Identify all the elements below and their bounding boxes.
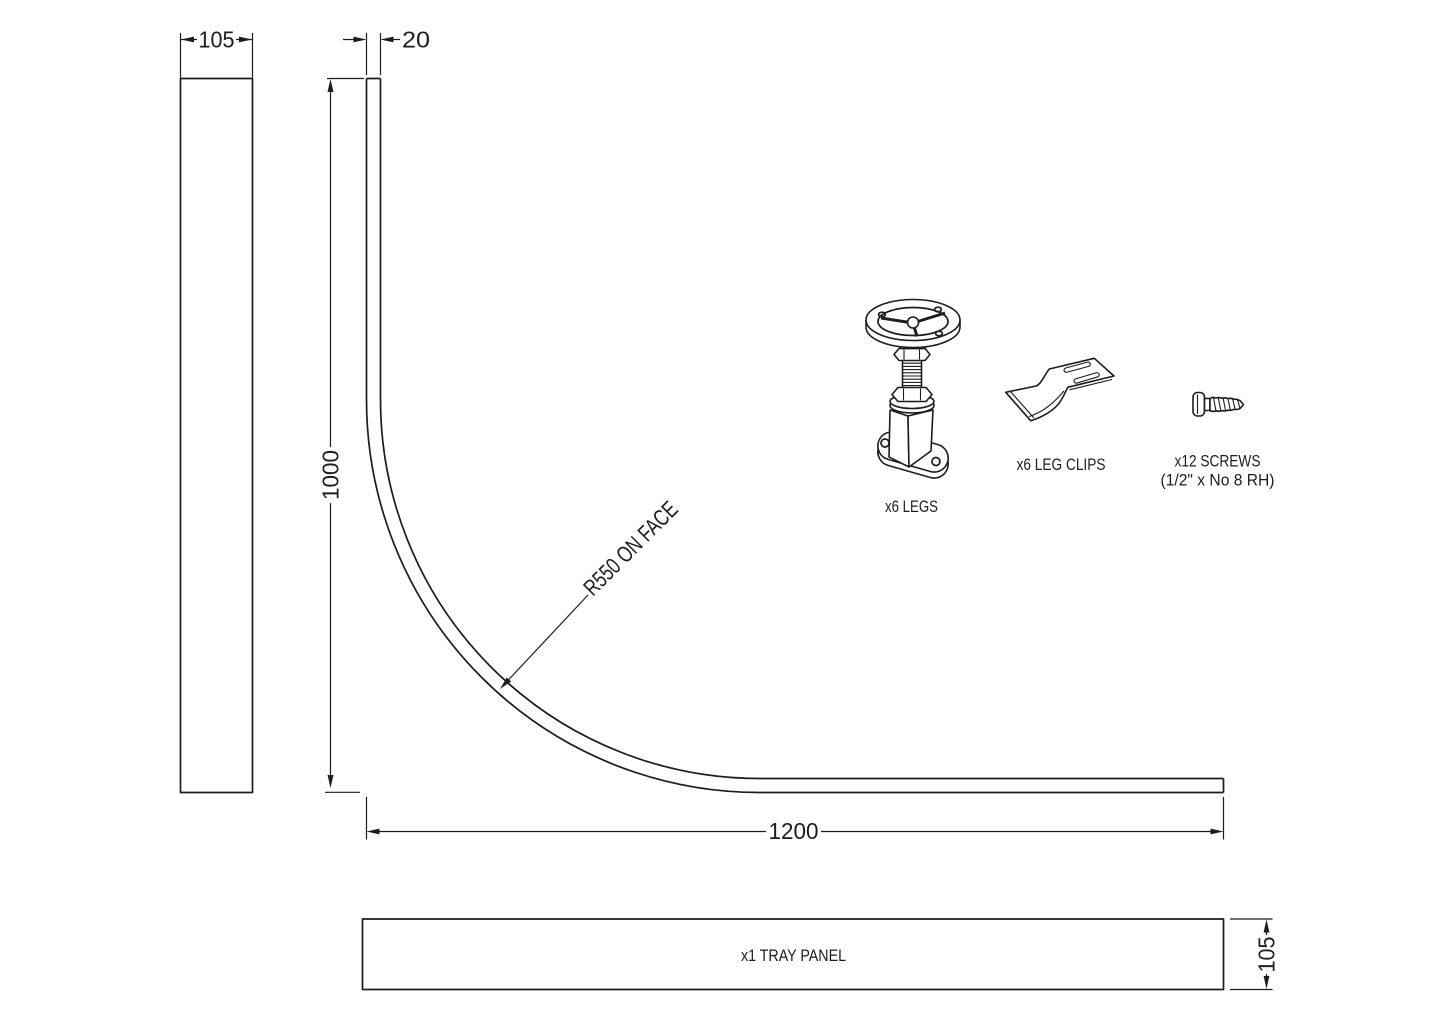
dim-left-width-text: 105	[199, 27, 235, 53]
dimension-length: 1200	[365, 797, 1225, 844]
dimension-tray-height: 105	[1230, 918, 1280, 991]
dimension-left-width: 105	[179, 27, 254, 78]
side-panel-outline	[179, 77, 254, 794]
screws-spec: (1/2" x No 8 RH)	[1161, 471, 1275, 490]
dimension-height: 1000	[318, 77, 364, 793]
radius-leader: R550 ON FACE	[500, 496, 683, 689]
radius-note-text: R550 ON FACE	[578, 496, 683, 601]
screws-label: x12 SCREWS	[1175, 452, 1261, 471]
dim-length-text: 1200	[769, 818, 819, 844]
dimension-thickness: 20	[343, 27, 430, 75]
legs-label: x6 LEGS	[885, 497, 938, 516]
dim-tray-height-text: 105	[1254, 937, 1280, 973]
dim-thickness-text: 20	[402, 27, 430, 53]
dim-height-text: 1000	[318, 450, 344, 500]
tray-panel-outline	[361, 918, 1225, 991]
screw-illustration	[1192, 391, 1245, 417]
leg-illustration	[865, 298, 961, 479]
clips-label: x6 LEG CLIPS	[1017, 455, 1106, 474]
leg-clip-illustration	[1004, 357, 1115, 422]
tray-panel-label: x1 TRAY PANEL	[741, 946, 846, 965]
curved-panel-outline	[365, 77, 1225, 794]
